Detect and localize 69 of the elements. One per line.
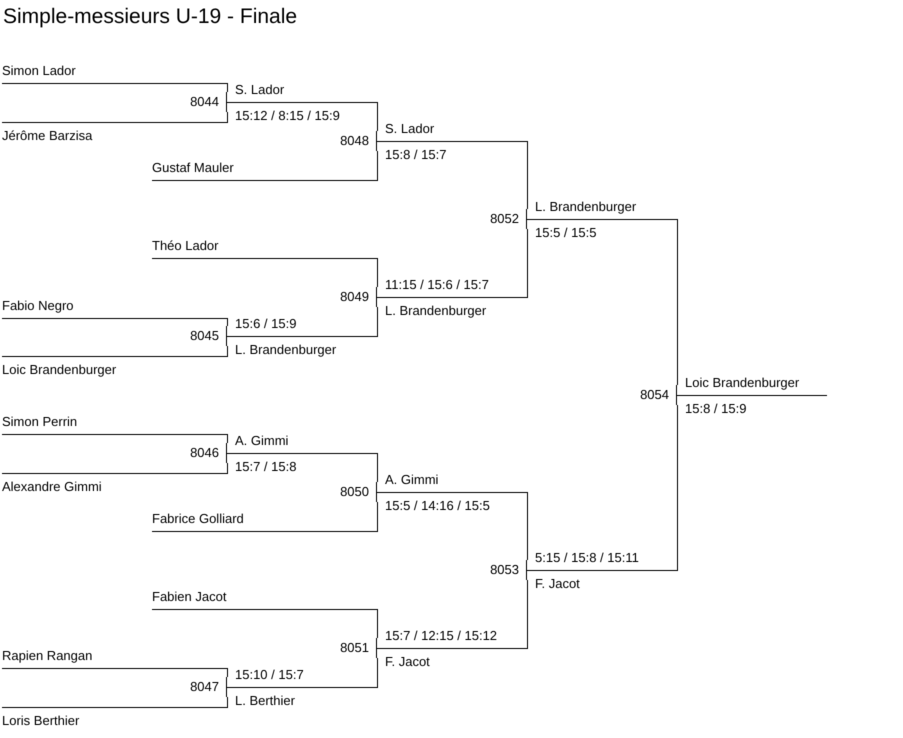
bracket-line [2, 462, 228, 474]
bracket-line [676, 395, 828, 396]
winner-name: L. Brandenburger [535, 199, 636, 215]
bracket-line [2, 83, 228, 92]
player-name: Gustaf Mauler [152, 160, 234, 180]
match-number: 8050 [327, 482, 377, 502]
match-score: 11:15 / 15:6 / 15:7 [385, 277, 489, 293]
match-number: 8046 [177, 443, 227, 463]
bracket-line [2, 434, 228, 444]
winner-name: F. Jacot [535, 576, 580, 592]
player-name: Jérôme Barzisa [2, 122, 92, 144]
player-name: Fabio Negro [2, 298, 74, 318]
bracket-line [226, 658, 378, 688]
player-name: Théo Lador [152, 238, 218, 258]
bracket-line [226, 102, 378, 132]
winner-name: L. Brandenburger [385, 303, 486, 319]
bracket-line [526, 404, 678, 571]
winner-name: Loic Brandenburger [685, 375, 800, 391]
player-name: Fabien Jacot [152, 589, 226, 609]
player-name: Loic Brandenburger [2, 356, 116, 378]
match-score: 15:7 / 12:15 / 15:12 [385, 628, 498, 644]
match-score: 15:10 / 15:7 [235, 667, 304, 683]
winner-name: A. Gimmi [385, 472, 438, 488]
bracket-line [376, 580, 528, 649]
match-score: 15:7 / 15:8 [235, 459, 296, 475]
winner-name: S. Lador [235, 82, 284, 98]
bracket-line [152, 502, 378, 532]
bracket-line [526, 219, 678, 386]
match-number: 8052 [477, 209, 527, 229]
winner-name: L. Brandenburger [235, 342, 336, 358]
bracket-line [2, 346, 228, 357]
winner-name: F. Jacot [385, 654, 430, 670]
match-score: 15:8 / 15:9 [685, 401, 746, 417]
bracket-line [376, 228, 528, 298]
player-name: Fabrice Golliard [152, 511, 244, 531]
bracket-line [2, 318, 228, 326]
bracket-line [2, 668, 228, 678]
match-number: 8053 [477, 560, 527, 580]
player-name: Alexandre Gimmi [2, 473, 102, 495]
bracket-line [152, 609, 378, 638]
bracket-line [2, 112, 228, 123]
player-name: Rapien Rangan [2, 648, 92, 668]
winner-name: A. Gimmi [235, 433, 288, 449]
bracket-line [376, 141, 528, 210]
match-number: 8047 [177, 677, 227, 697]
match-score: 15:5 / 14:16 / 15:5 [385, 498, 490, 514]
match-score: 15:12 / 8:15 / 15:9 [235, 108, 340, 124]
match-number: 8044 [177, 92, 227, 112]
match-number: 8049 [327, 287, 377, 307]
match-number: 8051 [327, 638, 377, 658]
bracket-line [376, 492, 528, 560]
diagram-title: Simple-messieurs U-19 - Finale [3, 4, 298, 30]
winner-name: L. Berthier [235, 693, 295, 709]
match-score: 15:5 / 15:5 [535, 225, 596, 241]
player-name: Simon Lador [2, 63, 76, 83]
player-name: Simon Perrin [2, 414, 78, 434]
bracket-line [2, 696, 228, 708]
match-number: 8045 [177, 326, 227, 346]
match-number: 8048 [327, 131, 377, 151]
bracket-line [152, 258, 378, 288]
match-number: 8054 [627, 385, 677, 405]
match-score: 5:15 / 15:8 / 15:11 [535, 550, 639, 566]
bracket-line [226, 453, 378, 482]
winner-name: S. Lador [385, 121, 434, 137]
player-name: Loris Berthier [2, 707, 80, 729]
bracket-line [152, 150, 378, 181]
match-score: 15:8 / 15:7 [385, 147, 446, 163]
bracket-line [226, 306, 378, 337]
match-score: 15:6 / 15:9 [235, 316, 296, 332]
